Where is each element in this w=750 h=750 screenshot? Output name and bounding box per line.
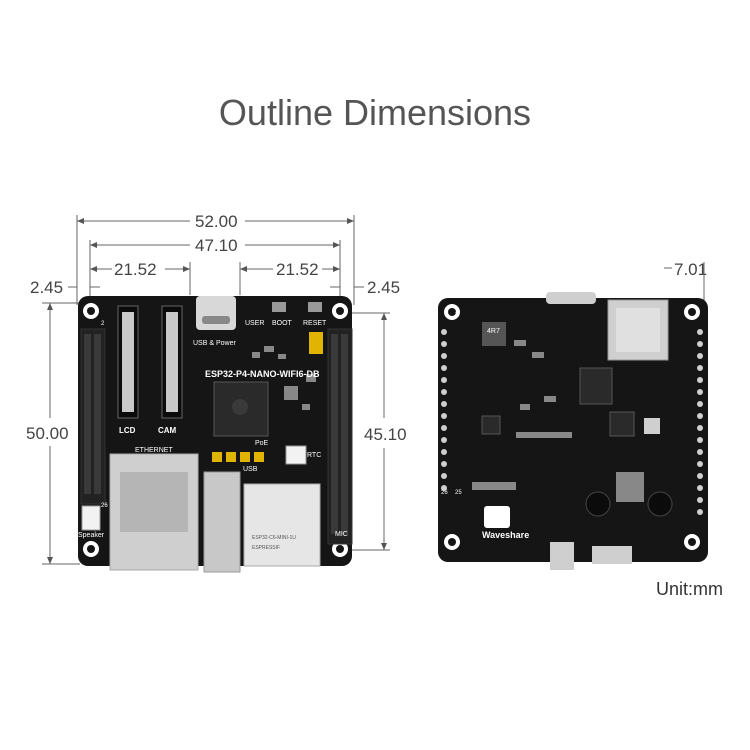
back-pin-2: 2 <box>455 312 459 318</box>
front-ethernet-label: ETHERNET <box>135 447 173 454</box>
front-pin-2: 2 <box>101 321 105 327</box>
front-usb-power-label: USB & Power <box>193 340 236 347</box>
front-usb-label: USB <box>243 466 258 473</box>
dim-left-margin: 2.45 <box>30 278 64 297</box>
page-title: Outline Dimensions <box>218 92 532 133</box>
front-module-text: ESP32-C6-MINI-1U <box>252 535 296 541</box>
back-board <box>438 292 708 570</box>
back-brand-label: Waveshare <box>482 530 530 540</box>
front-speaker-label: Speaker <box>78 532 105 539</box>
dim-right-margin: 2.45 <box>367 278 401 297</box>
front-rtc-label: RTC <box>307 452 322 459</box>
back-chip-mark: 4R7 <box>487 328 500 335</box>
front-board <box>78 296 353 573</box>
dim-left-offset: 21.52 <box>114 260 157 279</box>
front-poe-label: PoE <box>255 440 269 447</box>
dim-overall-width: 52.00 <box>195 212 238 231</box>
dim-hole-spacing-y: 45.10 <box>364 425 407 444</box>
front-cam-label: CAM <box>158 426 177 435</box>
front-boot-label: BOOT <box>272 320 292 327</box>
front-lcd-label: LCD <box>119 426 136 435</box>
dim-overall-height: 50.00 <box>26 424 69 443</box>
front-module-brand: ESPRESSIF <box>252 545 281 551</box>
front-user-label: USER <box>245 320 265 327</box>
dim-back-overhang: 7.01 <box>674 260 708 279</box>
dim-hole-spacing-x: 47.10 <box>195 236 238 255</box>
front-reset-label: RESET <box>303 320 327 327</box>
front-pin-26: 26 <box>101 503 108 509</box>
dim-right-offset: 21.52 <box>276 260 319 279</box>
front-mic-label: MIC <box>335 531 348 538</box>
back-pin-26: 26 <box>441 490 448 496</box>
front-board-name: ESP32-P4-NANO-WIFI6-DB <box>205 369 320 379</box>
unit-label: Unit:mm <box>656 579 723 599</box>
back-pin-25: 25 <box>455 490 462 496</box>
